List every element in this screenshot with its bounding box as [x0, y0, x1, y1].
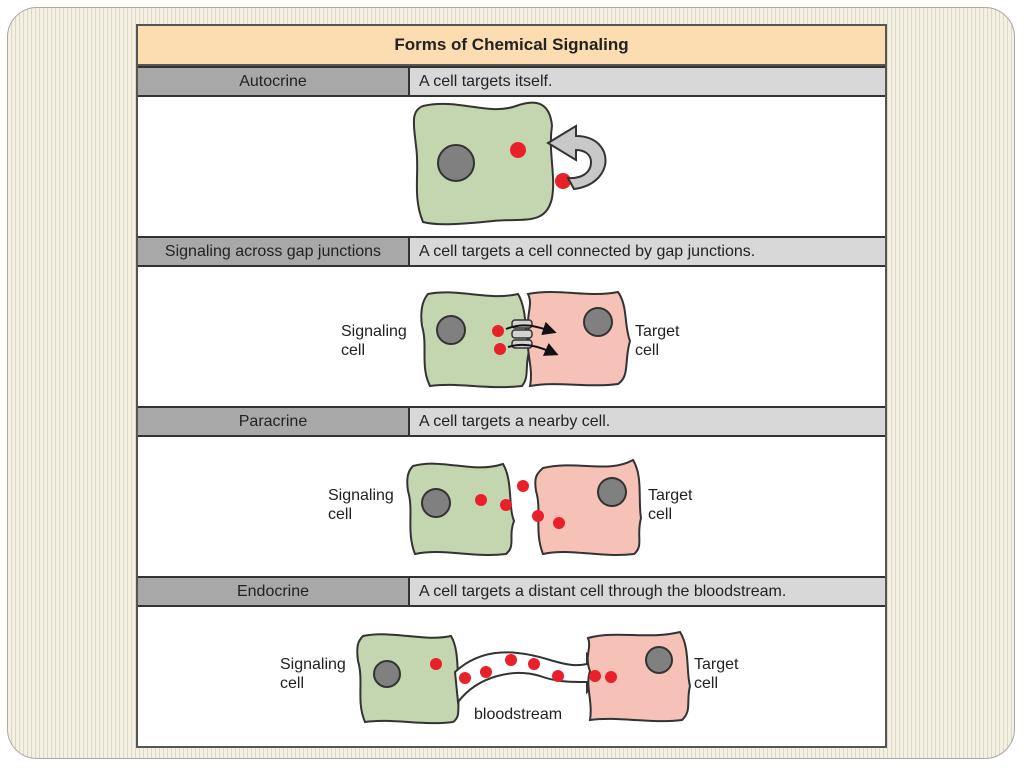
- row-description: A cell targets itself.: [410, 68, 885, 95]
- row-header-gap-junctions: Signaling across gap junctions A cell ta…: [138, 236, 885, 267]
- nucleus: [436, 315, 466, 345]
- endocrine-diagram: Signaling cell bloodstream Target cell: [280, 630, 739, 725]
- nucleus: [373, 660, 401, 688]
- arrow-icon: [507, 343, 559, 356]
- signal-molecule: [430, 658, 442, 670]
- row-name: Signaling across gap junctions: [138, 238, 410, 265]
- signal-molecule: [459, 672, 471, 684]
- signaling-cell-label: cell: [341, 342, 365, 359]
- signal-molecule: [553, 517, 565, 529]
- signaling-cell-label: cell: [328, 506, 352, 523]
- signaling-cell-label: Signaling: [341, 323, 407, 340]
- signal-molecule: [517, 480, 529, 492]
- nucleus: [597, 477, 627, 507]
- target-cell-label: cell: [635, 342, 659, 359]
- signal-molecule: [480, 666, 492, 678]
- target-cell-label: Target: [648, 487, 693, 504]
- signal-molecule: [510, 142, 526, 158]
- signal-molecule: [505, 654, 517, 666]
- row-name: Autocrine: [138, 68, 410, 95]
- nucleus: [437, 144, 475, 182]
- arrow-icon: [505, 321, 557, 336]
- signaling-cell-label: Signaling: [280, 656, 346, 673]
- target-cell: [526, 290, 632, 388]
- signal-molecule: [605, 671, 617, 683]
- signal-molecule: [532, 510, 544, 522]
- gap-junction-diagram: Signaling cell Target cell: [341, 290, 680, 389]
- chemical-signaling-figure: Forms of Chemical Signaling Autocrine A …: [136, 24, 887, 748]
- autocrine-diagram: [412, 101, 607, 226]
- signal-molecule: [589, 670, 601, 682]
- target-cell-label: cell: [694, 675, 718, 692]
- nucleus: [421, 488, 451, 518]
- target-cell-label: Target: [635, 323, 680, 340]
- signal-molecule: [500, 499, 512, 511]
- target-cell-label: cell: [648, 506, 672, 523]
- row-name: Paracrine: [138, 408, 410, 435]
- diagram-illustrations: Signaling cell Target cell Signaling: [280, 101, 739, 725]
- signal-molecule: [494, 343, 506, 355]
- target-cell-label: Target: [694, 656, 739, 673]
- signaling-cell: [356, 633, 462, 725]
- row-header-endocrine: Endocrine A cell targets a distant cell …: [138, 576, 885, 607]
- signal-molecule: [528, 658, 540, 670]
- bloodstream-label: bloodstream: [474, 706, 562, 723]
- row-description: A cell targets a nearby cell.: [410, 408, 885, 435]
- row-description: A cell targets a distant cell through th…: [410, 578, 885, 605]
- curved-arrow-icon: [546, 124, 607, 191]
- signal-molecule: [475, 494, 487, 506]
- row-description: A cell targets a cell connected by gap j…: [410, 238, 885, 265]
- signaling-cell-label: Signaling: [328, 487, 394, 504]
- signal-molecule: [492, 325, 504, 337]
- row-header-autocrine: Autocrine A cell targets itself.: [138, 66, 885, 97]
- target-cell: [534, 458, 643, 556]
- row-name: Endocrine: [138, 578, 410, 605]
- signal-molecule: [552, 670, 564, 682]
- row-header-paracrine: Paracrine A cell targets a nearby cell.: [138, 406, 885, 437]
- nucleus: [583, 307, 613, 337]
- nucleus: [645, 646, 673, 674]
- figure-title: Forms of Chemical Signaling: [138, 26, 885, 66]
- slide-background: Forms of Chemical Signaling Autocrine A …: [7, 7, 1015, 759]
- signaling-cell-label: cell: [280, 675, 304, 692]
- paracrine-diagram: Signaling cell Target cell: [328, 458, 693, 556]
- target-cell: [586, 630, 692, 723]
- signaling-cell: [406, 462, 516, 556]
- signaling-cell: [412, 101, 555, 226]
- gap-junction-channel: [511, 329, 533, 339]
